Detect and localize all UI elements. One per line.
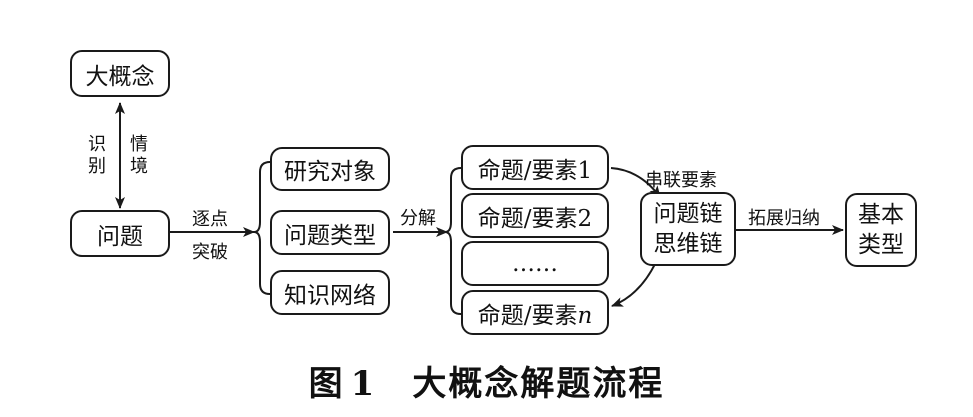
node-proposition-ellipsis: …… (461, 241, 609, 286)
node-proposition-1-label: 命题/要素1 (477, 157, 593, 184)
edge-label-decompose: 分解 (400, 208, 436, 229)
caption-number: 1 (350, 364, 377, 404)
caption-title: 大概念解题流程 (412, 364, 665, 404)
series-arrow-out (611, 261, 657, 307)
node-proposition-n-var: n (577, 302, 593, 329)
edge-label-breakthrough-1: 逐点 (192, 209, 228, 230)
node-knowledge-network: 知识网络 (270, 270, 390, 315)
edge-label-identify-2: 别 (88, 156, 106, 177)
node-big-concept-label: 大概念 (85, 63, 155, 90)
node-proposition-ellipsis-label: …… (512, 250, 558, 277)
edge-label-breakthrough-2: 突破 (192, 242, 228, 263)
edge-label-situation: 情 境 (129, 134, 149, 178)
node-research-object: 研究对象 (270, 147, 390, 191)
node-research-object-label: 研究对象 (284, 159, 376, 185)
node-problem-label: 问题 (97, 223, 143, 250)
edge-label-situation-2: 境 (130, 156, 148, 177)
node-knowledge-network-label: 知识网络 (284, 282, 376, 309)
edge-label-situation-1: 情 (130, 134, 148, 155)
brace-aspects (253, 161, 271, 295)
edge-label-extend: 拓展归纳 (748, 208, 820, 229)
node-problem-type: 问题类型 (270, 210, 390, 255)
node-proposition-n: 命题/要素n (461, 290, 609, 335)
node-chain-line2: 思维链 (653, 231, 723, 257)
node-proposition-1: 命题/要素1 (461, 145, 609, 190)
node-chain-line1: 问题链 (653, 201, 723, 227)
node-proposition-2: 命题/要素2 (461, 193, 609, 238)
edge-label-identify-1: 识 (88, 134, 106, 155)
node-basic-type-line1: 基本 (858, 202, 904, 228)
node-proposition-n-label: 命题/要素n (478, 296, 593, 330)
node-problem: 问题 (70, 210, 170, 257)
node-big-concept: 大概念 (70, 50, 170, 97)
node-basic-type: 基本 类型 (845, 193, 917, 267)
node-proposition-n-prefix: 命题/要素 (477, 302, 578, 329)
node-problem-type-label: 问题类型 (284, 222, 376, 249)
edge-label-identify: 识 别 (87, 134, 107, 178)
caption-label: 图 (308, 364, 345, 404)
brace-propositions (444, 167, 462, 315)
node-proposition-2-label: 命题/要素2 (477, 205, 593, 232)
edge-label-series: 串联要素 (645, 170, 717, 191)
node-basic-type-line2: 类型 (858, 232, 904, 258)
node-chain: 问题链 思维链 (640, 192, 736, 266)
